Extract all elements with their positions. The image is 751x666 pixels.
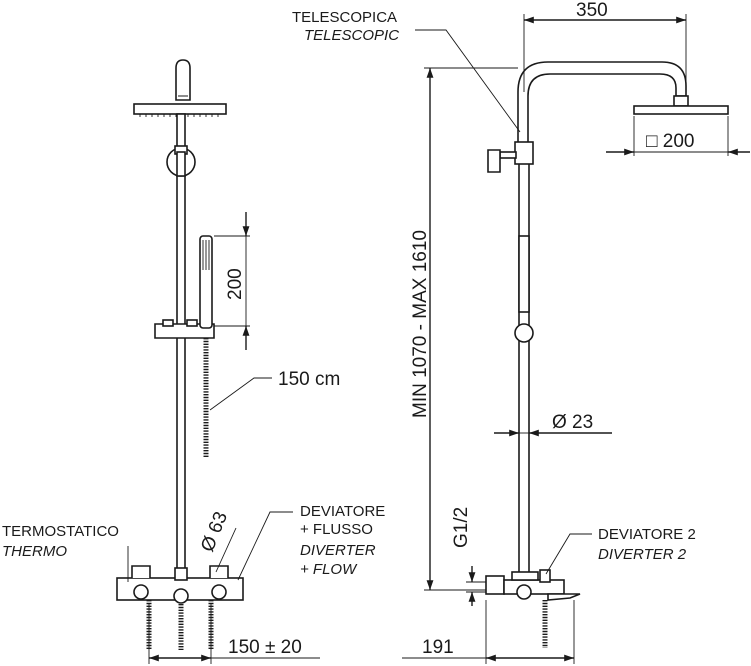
spacing-dimension: 150 ± 20 [228, 637, 302, 658]
dim-diameter-23: Ø 23 [494, 412, 612, 437]
dim-diameter-63: Ø 63 [197, 509, 237, 573]
rain-head-side [633, 105, 729, 115]
diverter2-callout: DEVIATORE 2 DIVERTER 2 [545, 526, 696, 575]
rain-head-front [133, 103, 227, 115]
thermo-label-en: THERMO [2, 543, 67, 560]
diverter-flow-it-1: DEVIATORE [300, 503, 385, 520]
telescopic-callout: TELESCOPICA TELESCOPIC [292, 9, 521, 133]
dim-hand-shower: 200 [214, 212, 250, 350]
telescopic-label-en: TELESCOPIC [304, 27, 399, 44]
side-view [485, 61, 729, 648]
thermo-callout: TERMOSTATICO THERMO [2, 523, 129, 582]
dim-height: MIN 1070 - MAX 1610 [410, 67, 518, 591]
head-size-dimension: □ 200 [646, 131, 694, 152]
dim-top-width: 350 [523, 0, 687, 92]
dim-depth: 191 [402, 600, 575, 664]
diverter-flow-en-1: DIVERTER [300, 542, 376, 559]
thread-size: G1/2 [451, 507, 472, 548]
diverter2-label-en: DIVERTER 2 [598, 546, 687, 563]
top-width-dimension: 350 [576, 0, 608, 21]
shower-column-side [518, 145, 530, 577]
hand-shower-length: 200 [225, 268, 246, 300]
diverter-flow-callout: DEVIATORE + FLUSSO DIVERTER + FLOW [237, 503, 385, 581]
shower-column-front [176, 113, 186, 575]
diameter-23: Ø 23 [552, 412, 593, 433]
depth-dimension: 191 [422, 637, 454, 658]
dim-spacing: 150 ± 20 [148, 604, 320, 664]
dim-hose: 150 cm [209, 369, 340, 411]
height-range: MIN 1070 - MAX 1610 [410, 230, 431, 418]
front-view [116, 59, 244, 650]
thermo-label-it: TERMOSTATICO [2, 523, 119, 540]
hose-length: 150 cm [278, 369, 340, 390]
telescopic-label-it: TELESCOPICA [292, 9, 397, 26]
diverter2-label-it: DEVIATORE 2 [598, 526, 696, 543]
diverter-flow-en-2: + FLOW [300, 561, 358, 578]
diverter-flow-it-2: + FLUSSO [300, 521, 373, 538]
dim-thread: G1/2 [451, 507, 486, 606]
dim-head-size: □ 200 [606, 116, 750, 156]
